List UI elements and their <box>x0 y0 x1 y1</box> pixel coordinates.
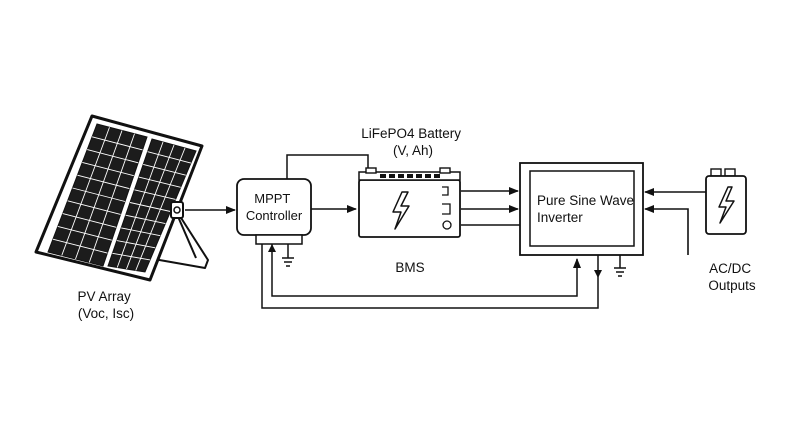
output-device <box>705 168 747 235</box>
inverter-screen <box>529 170 635 247</box>
bms-label: BMS <box>395 260 424 275</box>
feedback-loop-inner <box>271 244 581 297</box>
lifepo4-battery <box>358 167 461 238</box>
battery-label: LiFePO4 Battery (V, Ah) <box>361 126 465 158</box>
battery-port <box>442 220 452 230</box>
controller-sense-line <box>286 154 369 179</box>
pv-array-label: PV Array (Voc, Isc) <box>77 289 134 321</box>
feedback-loop-outer <box>261 244 599 309</box>
inverter-down-arrow <box>594 270 602 278</box>
lightning-bolt-icon <box>718 186 735 224</box>
controller-feedback-arrow <box>268 244 276 252</box>
controller-terminal <box>255 234 303 245</box>
inverter-label: Pure Sine Wave Inverter <box>537 193 638 225</box>
outputs-to-inverter-line-2 <box>644 205 689 255</box>
pv-array <box>34 114 209 282</box>
outputs-label: AC/DC Outputs <box>708 261 756 293</box>
lightning-bolt-icon <box>392 191 410 230</box>
controller-label: MPPT Controller <box>246 191 303 223</box>
ground-symbol-icon <box>614 255 626 277</box>
ground-symbol-icon <box>282 244 294 267</box>
mppt-controller-box <box>236 178 312 236</box>
battery-cell-icon <box>380 174 440 178</box>
